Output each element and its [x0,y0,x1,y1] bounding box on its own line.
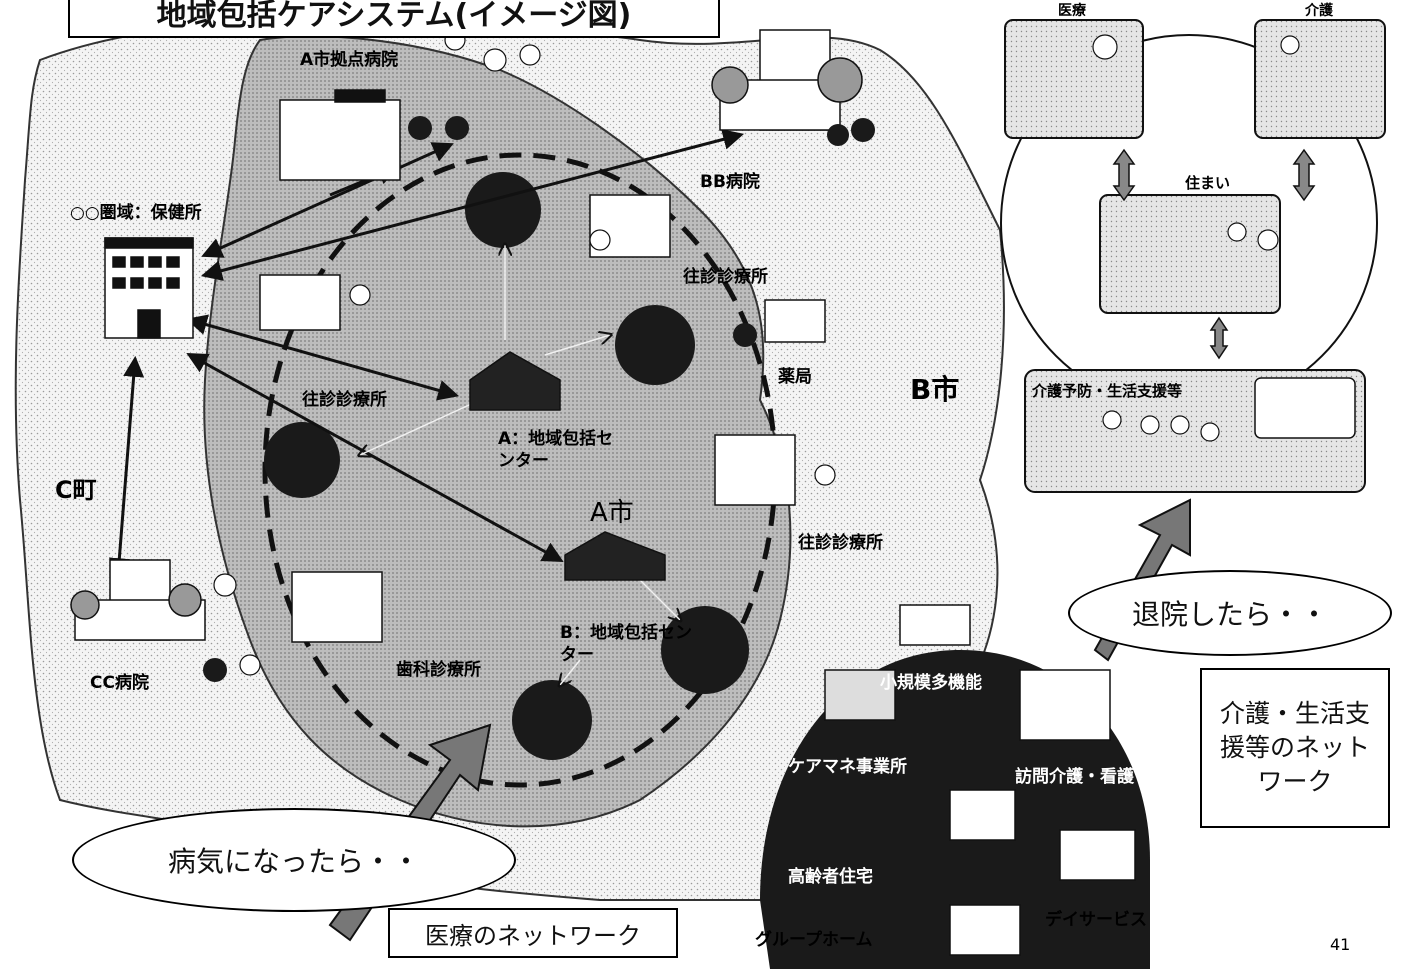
medical-label: 医療 [1058,3,1086,19]
pharmacy-label: 薬局 [778,367,812,387]
service-area-circle [661,606,749,694]
group-home-label: グループホーム [755,930,873,950]
housing-box [1099,194,1281,314]
dental-clinic-label: 歯科診療所 [396,660,481,680]
center-link [639,579,680,620]
visit-care-label: 訪問介護・看護 [1015,767,1134,787]
elderly-housing-label: 高齢者住宅 [788,867,873,887]
building-icon [70,29,1136,956]
b-city-label: B市 [910,373,960,406]
discharged-callout: 退院したら・・ [1068,570,1392,656]
bus-icon [1254,377,1356,439]
service-area-circle [465,172,541,248]
page-number: 41 [1330,935,1351,954]
person-icon [213,29,1300,676]
cc-hospital-label: CC病院 [90,673,149,693]
home-clinic-label: 往診診療所 [683,267,768,287]
person-icon [203,116,875,682]
sick-callout: 病気になったら・・ [72,808,516,912]
network-arrow [108,355,145,580]
center-link [544,335,610,356]
network-arrow [186,352,564,563]
home-clinic-label: 往診診療所 [302,390,387,410]
page-title: 地域包括ケアシステム(イメージ図) [68,0,720,38]
service-area-circle [512,680,592,760]
medical-network-box: 医療のネットワーク [388,908,678,958]
service-area-circle [615,305,695,385]
care-manager-label: ケアマネ事業所 [788,757,907,777]
c-town-label: C町 [55,476,97,504]
nursing-label: 介護 [1305,3,1333,19]
housing-label: 住まい [1185,174,1231,192]
medical-box [1004,19,1144,139]
center-link [560,659,581,685]
a-base-hospital-label: A市拠点病院 [300,50,399,70]
network-arrow [200,129,745,281]
a-city-label: A市 [590,498,634,528]
prevention-label: 介護予防・生活支援等 [1032,382,1183,400]
center-a-label: A：地域包括センター [498,429,614,471]
nursing-box [1254,19,1386,139]
care-network-box: 介護・生活支援等のネットワーク [1200,668,1390,828]
home-clinic-label: 往診診療所 [798,533,883,553]
care-network-text: 介護・生活支援等のネットワーク [1219,699,1370,796]
small-multi-label: 小規模多機能 [880,673,982,693]
double-arrow-icon [1112,148,1316,360]
center-b-label: B：地域包括センター [560,623,692,665]
center-link [360,399,481,455]
day-service-label: デイサービス [1045,910,1147,930]
bb-hospital-label: BB病院 [700,172,760,192]
health-center-label: ○○圏域：保健所 [70,203,202,223]
